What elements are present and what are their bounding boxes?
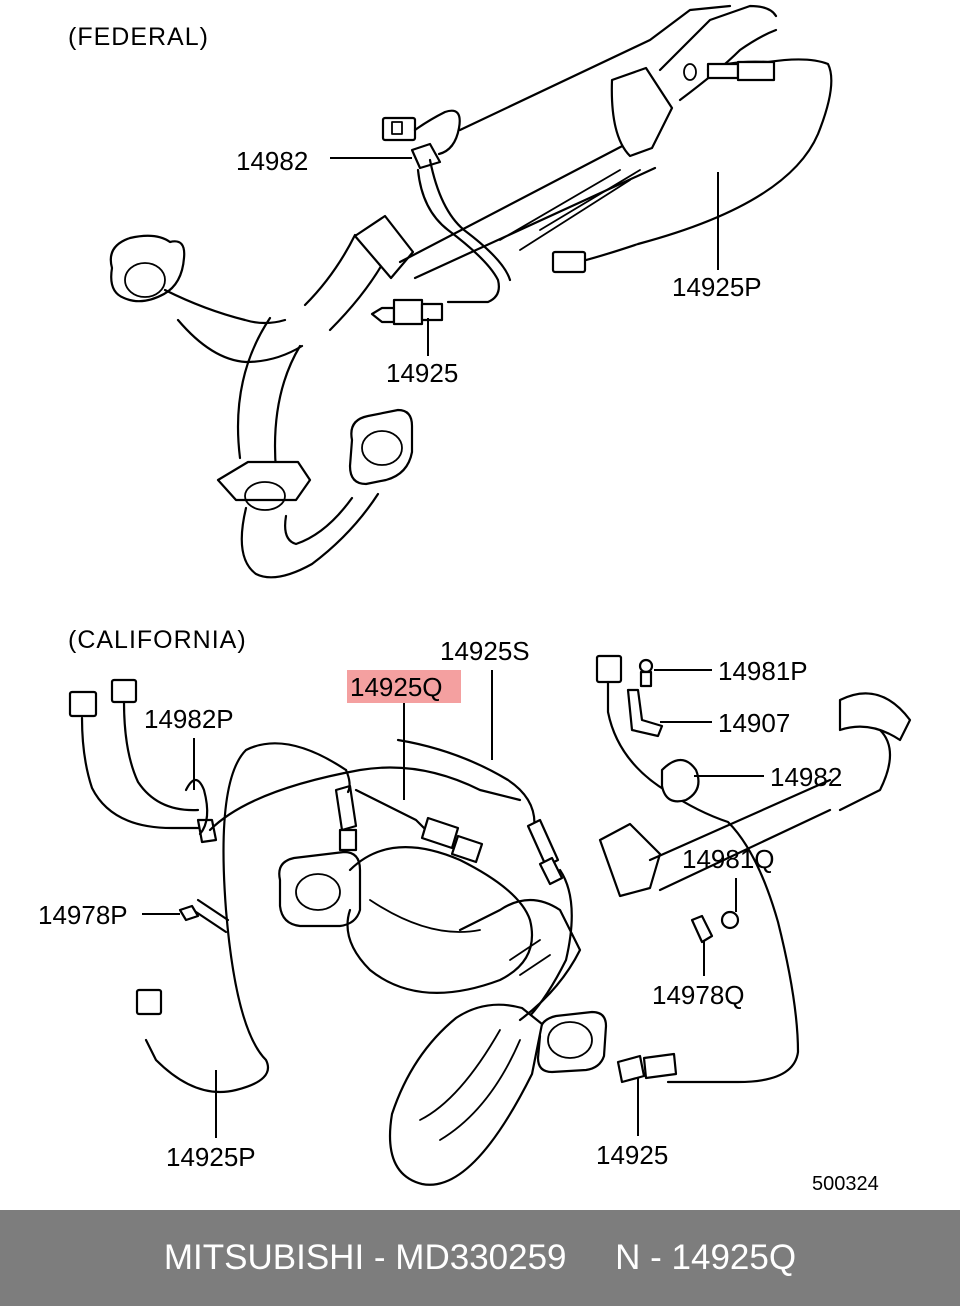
label-14982: 14982	[770, 762, 842, 792]
label-14981P: 14981P	[718, 656, 808, 686]
label-14925: 14925	[596, 1140, 668, 1170]
label-14925S: 14925S	[440, 636, 530, 666]
label-14907: 14907	[718, 708, 790, 738]
california-exhaust-pipe	[278, 692, 912, 1186]
label-14978P: 14978P	[38, 900, 128, 930]
label-14982P: 14982P	[144, 704, 234, 734]
section-title-california: (CALIFORNIA)	[68, 626, 247, 654]
label-14925P: 14925P	[672, 272, 762, 302]
part-info-bar: MITSUBISHI - MD330259 N - 14925Q	[0, 1210, 960, 1306]
federal-exhaust-pipe	[109, 4, 778, 579]
label-14982: 14982	[236, 146, 308, 176]
spacer	[567, 1238, 616, 1278]
federal-labels: 14982 14925P 14925	[236, 146, 762, 388]
label-14978Q: 14978Q	[652, 980, 745, 1010]
section-title-federal: (FEDERAL)	[68, 23, 209, 51]
reference-code: N - 14925Q	[615, 1238, 797, 1277]
federal-sensor-wiring	[370, 58, 833, 326]
exhaust-sensor-diagram: (FEDERAL)	[38, 4, 912, 1195]
california-labels: 14925S 14925Q 14981P 14982P 14907 14982 …	[38, 636, 879, 1195]
label-14925Q-highlighted: 14925Q	[350, 672, 443, 702]
diagram-id: 500324	[812, 1173, 879, 1195]
separator: -	[364, 1238, 396, 1277]
label-14925: 14925	[386, 358, 458, 388]
part-number: MD330259	[395, 1238, 567, 1277]
highlight-box	[347, 670, 461, 703]
brand-name: MITSUBISHI	[163, 1238, 365, 1277]
label-14925P: 14925P	[166, 1142, 256, 1172]
label-14981Q: 14981Q	[682, 844, 775, 874]
california-sensor-wiring	[68, 654, 800, 1094]
